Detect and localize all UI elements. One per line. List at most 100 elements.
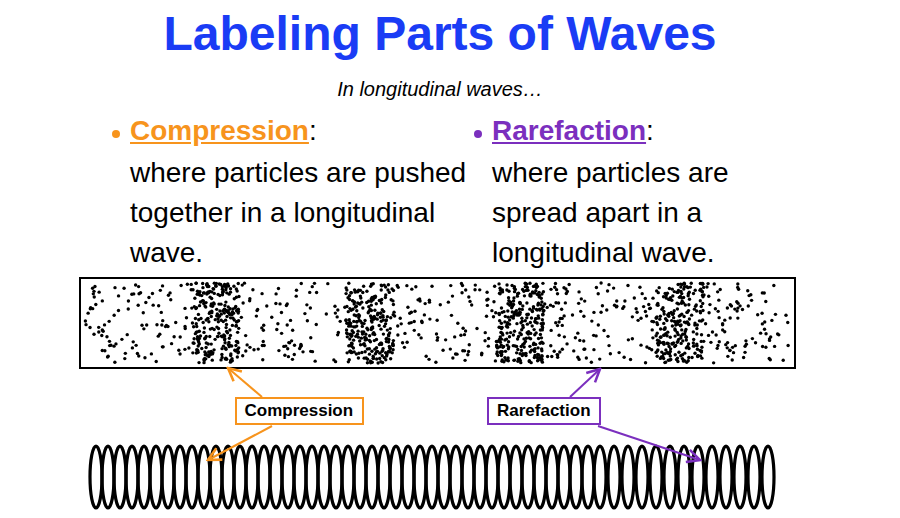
spring-coil bbox=[570, 446, 582, 508]
particle bbox=[509, 331, 512, 334]
spring-coil bbox=[664, 446, 676, 508]
particle bbox=[196, 293, 199, 296]
particle bbox=[382, 318, 385, 321]
particle bbox=[636, 319, 639, 322]
particle-band bbox=[80, 278, 795, 368]
particle bbox=[227, 292, 230, 295]
particle bbox=[223, 341, 226, 344]
particle bbox=[403, 332, 406, 335]
particle bbox=[685, 321, 688, 324]
particle bbox=[742, 356, 745, 359]
particle bbox=[378, 299, 381, 302]
spring-coil bbox=[734, 446, 746, 508]
particle bbox=[350, 345, 353, 348]
spring-coil bbox=[534, 446, 546, 508]
particle bbox=[213, 338, 216, 341]
particle bbox=[216, 335, 219, 338]
particle bbox=[521, 343, 524, 346]
particle bbox=[529, 350, 532, 353]
particle bbox=[666, 342, 669, 345]
particle bbox=[379, 311, 382, 314]
particle bbox=[97, 290, 100, 293]
particle bbox=[178, 335, 181, 338]
particle bbox=[274, 292, 277, 295]
particle bbox=[205, 341, 208, 344]
particle bbox=[225, 315, 228, 318]
particle bbox=[439, 303, 442, 306]
particle bbox=[490, 309, 493, 312]
particle bbox=[585, 356, 588, 359]
particle bbox=[590, 319, 593, 322]
particle bbox=[738, 304, 741, 307]
particle bbox=[659, 315, 662, 318]
particle bbox=[516, 360, 519, 363]
spring-coil bbox=[330, 446, 342, 508]
particle bbox=[313, 359, 316, 362]
particle bbox=[117, 294, 120, 297]
particle bbox=[155, 360, 158, 363]
particle bbox=[556, 292, 559, 295]
particle bbox=[524, 319, 527, 322]
particle bbox=[676, 331, 679, 334]
particle bbox=[513, 285, 516, 288]
particle bbox=[536, 303, 539, 306]
particle bbox=[183, 348, 186, 351]
particle bbox=[519, 311, 522, 314]
particle bbox=[333, 305, 336, 308]
particle bbox=[177, 349, 180, 352]
particle bbox=[255, 309, 258, 312]
particle bbox=[364, 333, 367, 336]
particle bbox=[375, 338, 378, 341]
particle bbox=[463, 359, 466, 362]
particle bbox=[537, 358, 540, 361]
particle bbox=[427, 358, 430, 361]
particle bbox=[348, 358, 351, 361]
particle bbox=[726, 306, 729, 309]
particle bbox=[679, 295, 682, 298]
particle bbox=[493, 285, 496, 288]
particle bbox=[717, 316, 720, 319]
particle bbox=[380, 350, 383, 353]
particle bbox=[190, 306, 193, 309]
particle bbox=[746, 289, 749, 292]
particle bbox=[525, 331, 528, 334]
particle bbox=[387, 338, 390, 341]
particle bbox=[196, 330, 199, 333]
particle bbox=[211, 352, 214, 355]
particle bbox=[428, 299, 431, 302]
particle bbox=[500, 331, 503, 334]
particle bbox=[365, 289, 368, 292]
particle bbox=[609, 352, 612, 355]
particle bbox=[189, 288, 192, 291]
particle bbox=[526, 313, 529, 316]
particle bbox=[373, 333, 376, 336]
particle bbox=[549, 344, 552, 347]
particle bbox=[678, 319, 681, 322]
particle bbox=[293, 343, 296, 346]
particle bbox=[669, 350, 672, 353]
particle bbox=[134, 344, 137, 347]
particle bbox=[392, 303, 395, 306]
particle bbox=[513, 358, 516, 361]
particle bbox=[607, 283, 610, 286]
particle bbox=[373, 347, 376, 350]
particle bbox=[211, 304, 214, 307]
particle bbox=[396, 284, 399, 287]
particle bbox=[211, 305, 214, 308]
particle bbox=[352, 320, 355, 323]
particle bbox=[251, 288, 254, 291]
particle bbox=[541, 282, 544, 285]
particle bbox=[695, 332, 698, 335]
particle bbox=[770, 319, 773, 322]
leader-line bbox=[208, 426, 272, 460]
particle bbox=[684, 328, 687, 331]
particle bbox=[389, 357, 392, 360]
leader-line bbox=[228, 368, 262, 397]
particle bbox=[229, 354, 232, 357]
particle bbox=[535, 317, 538, 320]
particle bbox=[556, 353, 559, 356]
particle bbox=[300, 282, 303, 285]
particle bbox=[384, 351, 387, 354]
particle bbox=[346, 332, 349, 335]
particle bbox=[749, 293, 752, 296]
